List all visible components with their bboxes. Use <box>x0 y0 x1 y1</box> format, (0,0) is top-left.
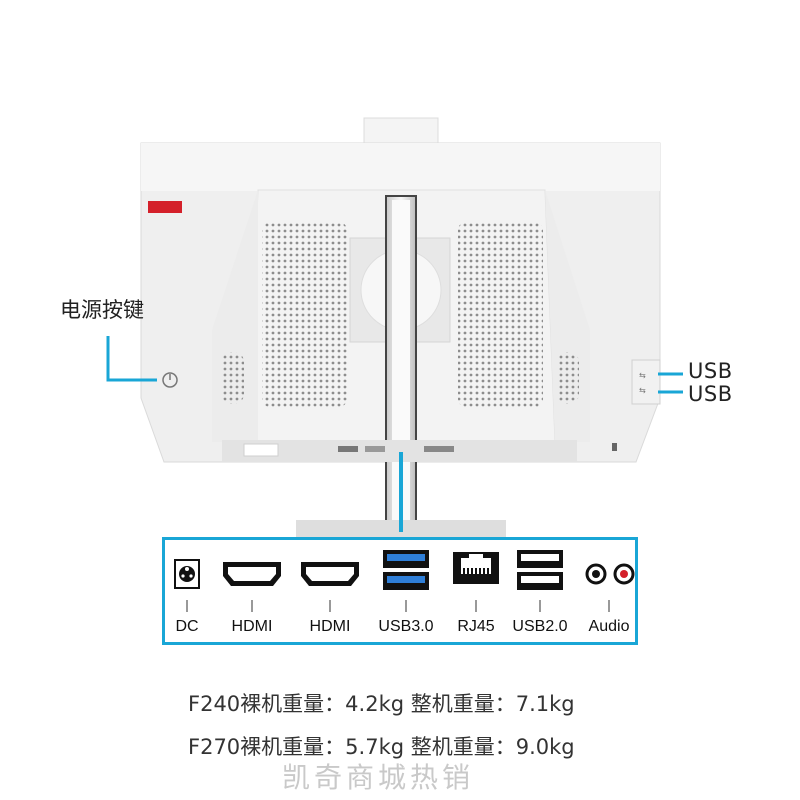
spec-f240-full-weight: 7.1kg <box>515 692 575 716</box>
port-usb3: USB3.0 <box>377 540 435 642</box>
power-button-label: 电源按键 <box>60 298 144 322</box>
port-rj45: RJ45 <box>447 540 505 642</box>
rj45-port-icon <box>453 552 499 584</box>
spec-line-f240: F240裸机重量：4.2kg 整机重量：7.1kg <box>188 688 575 718</box>
vent-right <box>458 222 543 407</box>
red-badge <box>148 201 182 213</box>
vent-small-right <box>557 352 579 404</box>
port-usb2: USB2.0 <box>511 540 569 642</box>
svg-text:⇆: ⇆ <box>639 386 646 395</box>
port-audio: Audio <box>579 540 639 642</box>
watermark-text: 凯奇商城热销 <box>282 761 475 794</box>
port-tick <box>186 600 188 612</box>
svg-text:⇆: ⇆ <box>639 371 646 380</box>
spec-f240-model-label: F240裸机重量： <box>188 692 346 716</box>
port-hdmi-2: HDMI <box>297 540 363 642</box>
spec-f270-full-weight: 9.0kg <box>515 735 575 759</box>
io-strip <box>222 440 577 462</box>
spec-f270-bare-weight: 5.7kg <box>345 735 405 759</box>
vent-small-left <box>222 352 244 404</box>
port-label-rj45: RJ45 <box>457 618 495 635</box>
port-tick <box>539 600 541 612</box>
side-usb-recess <box>631 359 661 405</box>
usb-label-bottom: USB <box>688 382 733 406</box>
power-icon <box>162 372 178 388</box>
port-hdmi-1: HDMI <box>219 540 285 642</box>
spec-f270-full-label: 整机重量： <box>404 735 516 759</box>
power-callout-line <box>106 336 157 382</box>
hdmi-port-icon <box>301 562 359 586</box>
port-label-usb2: USB2.0 <box>512 618 568 635</box>
spec-f240-bare-weight: 4.2kg <box>345 692 405 716</box>
port-label-hdmi-1: HDMI <box>231 618 273 635</box>
hdmi-port-icon <box>223 562 281 586</box>
io-port-panel: DC HDMI HDMI USB3.0 <box>162 537 638 645</box>
port-tick <box>251 600 253 612</box>
spec-f270-model-label: F270裸机重量： <box>188 735 346 759</box>
dc-port-icon <box>174 559 200 589</box>
stand-top <box>363 117 439 147</box>
port-label-hdmi-2: HDMI <box>309 618 351 635</box>
usb-label-top: USB <box>688 359 733 383</box>
port-label-audio: Audio <box>588 618 630 635</box>
spec-line-f270: F270裸机重量：5.7kg 整机重量：9.0kg <box>188 731 575 761</box>
port-tick <box>608 600 610 612</box>
port-label-dc: DC <box>175 618 199 635</box>
usb2-port-icon <box>517 550 563 590</box>
port-tick <box>405 600 407 612</box>
port-label-usb3: USB3.0 <box>378 618 434 635</box>
port-dc: DC <box>169 540 205 642</box>
spec-f240-full-label: 整机重量： <box>404 692 516 716</box>
audio-jack-icon <box>585 563 635 585</box>
port-tick <box>329 600 331 612</box>
usb3-port-icon <box>383 550 429 590</box>
port-tick <box>475 600 477 612</box>
vent-left <box>262 222 347 407</box>
